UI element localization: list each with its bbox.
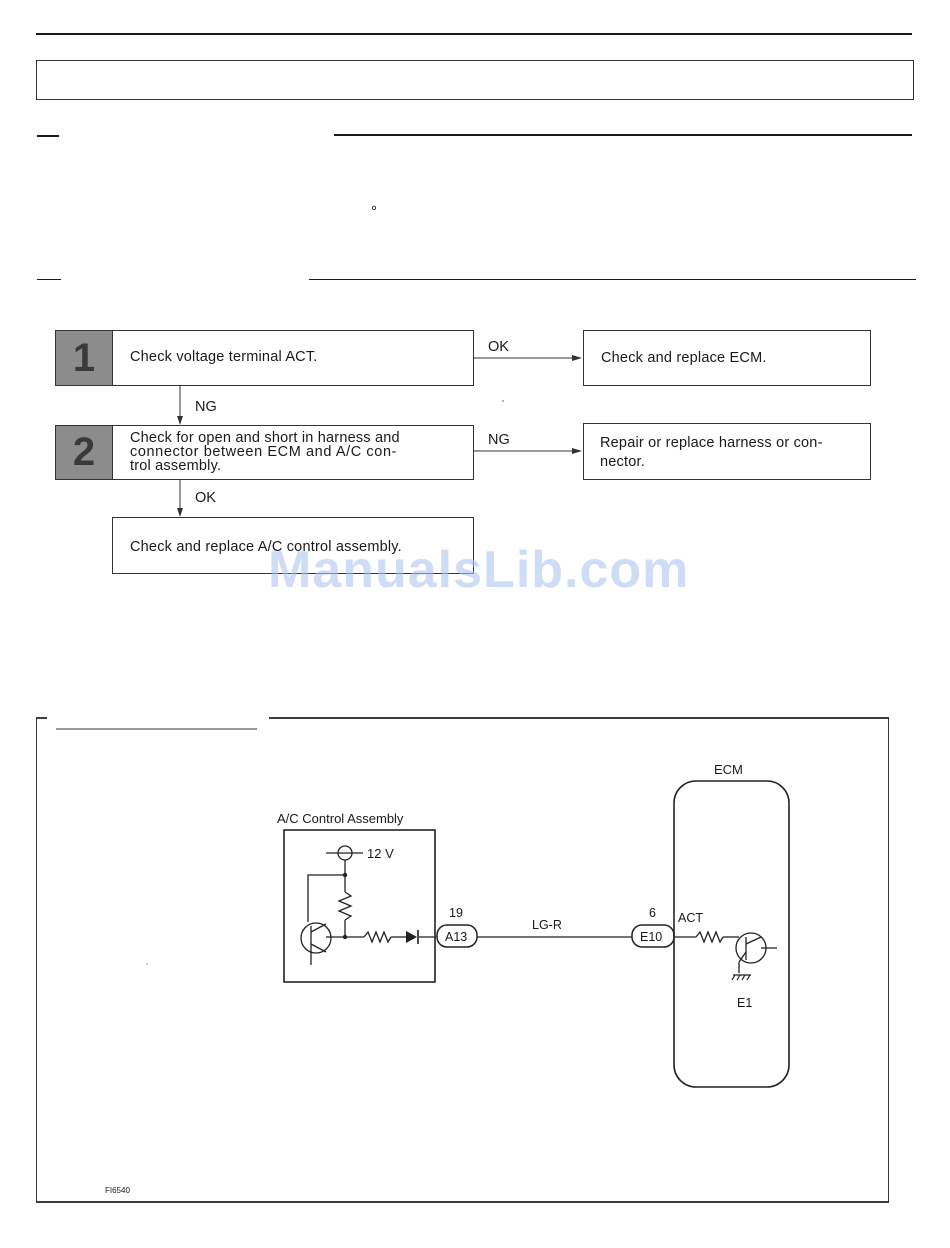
step-2-text-line-3: trol assembly. [130, 458, 222, 474]
step-2-text-line-1: Check for open and short in harness and [130, 430, 400, 446]
step-1-ng-label: NG [195, 399, 217, 415]
title-box [36, 60, 914, 100]
replace-ac-control-text: Check and replace A/C control assembly. [130, 539, 402, 555]
repair-harness-box: Repair or replace harness or con- nector… [583, 423, 871, 480]
diagram-frame [36, 717, 889, 1203]
degree-mark: ° [371, 203, 377, 220]
repair-harness-line-1: Repair or replace harness or con- [600, 435, 823, 451]
ac-assembly-box [283, 829, 436, 983]
step-1-text: Check voltage terminal ACT. [130, 349, 318, 365]
step-2-text-line-2: connector between ECM and A/C con- [130, 444, 398, 460]
wire-color: LG-R [532, 918, 562, 932]
step-2-ok-label: OK [195, 490, 216, 506]
connector-e-name: E10 [640, 930, 662, 944]
step-2-number: 2 [56, 426, 113, 479]
replace-ecm-box: Check and replace ECM. [583, 330, 871, 386]
flowchart-connectors [177, 355, 582, 517]
supply-voltage: 12 V [367, 846, 394, 861]
act-label: ACT [678, 911, 703, 925]
ground-label: E1 [737, 996, 752, 1010]
ground-icon [731, 974, 751, 981]
repair-harness-line-2: nector. [600, 454, 645, 470]
ac-transistor-icon [300, 922, 332, 965]
section-rule-short-2 [37, 279, 61, 280]
step-2-box: 2 Check for open and short in harness an… [55, 425, 474, 480]
junction-dot-bottom [342, 934, 348, 940]
step-2-ng-label: NG [488, 432, 510, 448]
connector-e-pin: 6 [649, 906, 656, 920]
ecm-label: ECM [714, 762, 743, 777]
wiring-diagram: A/C Control Assembly 12 V 19 A13 LG-R 6 … [36, 717, 889, 1203]
section-rule-long-2 [309, 279, 916, 280]
replace-ac-control-box: Check and replace A/C control assembly. [112, 517, 474, 574]
section-rule-long-1 [334, 134, 912, 136]
stray-dot [146, 963, 148, 965]
ecm-transistor-icon [735, 932, 777, 973]
watermark: ManualsLib.com [268, 541, 690, 599]
ecm-box [673, 780, 790, 1088]
section-rule-short-1 [37, 135, 59, 137]
connector-a-name: A13 [445, 930, 467, 944]
step-1-number: 1 [56, 331, 113, 385]
figure-id: FI6540 [105, 1186, 130, 1195]
connector-a-pin: 19 [449, 906, 463, 920]
ac-assembly-circuit [307, 860, 436, 944]
ecm-circuit [674, 930, 739, 944]
ac-assembly-label: A/C Control Assembly [277, 811, 404, 826]
step-1-box: 1 Check voltage terminal ACT. [55, 330, 474, 386]
diode-icon [406, 930, 419, 944]
connector-a [436, 924, 478, 948]
top-rule [36, 33, 912, 35]
supply-terminal-icon [326, 845, 363, 861]
junction-dot-top [342, 872, 348, 878]
step-1-ok-label: OK [488, 339, 509, 355]
replace-ecm-text: Check and replace ECM. [601, 350, 767, 366]
